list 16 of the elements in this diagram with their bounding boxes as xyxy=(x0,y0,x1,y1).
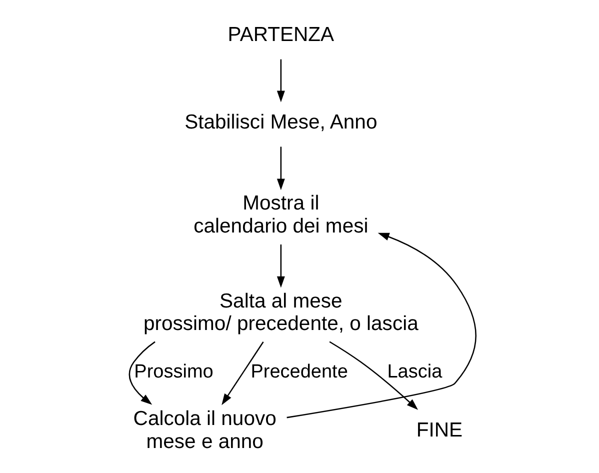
node-text: Calcola il nuovo mese e anno xyxy=(133,408,276,453)
arrow xyxy=(276,146,285,190)
edge-label: Precedente xyxy=(250,361,348,382)
node-text: PARTENZA xyxy=(228,24,334,46)
arrow xyxy=(276,244,285,288)
arrow xyxy=(329,341,418,410)
node-text: Stabilisci Mese, Anno xyxy=(184,111,378,134)
arrow xyxy=(222,342,264,406)
arrow xyxy=(128,341,156,405)
node-text: FINE xyxy=(416,420,463,442)
node-text: Salta al mese prossimo/ precedente, o lascia xyxy=(144,290,418,336)
edge-label: Prossimo xyxy=(134,361,214,382)
node-text: Mostra il calendario dei mesi xyxy=(194,192,368,238)
arrow xyxy=(286,232,476,418)
edge-label: Lascia xyxy=(387,361,442,382)
arrow xyxy=(276,59,285,102)
